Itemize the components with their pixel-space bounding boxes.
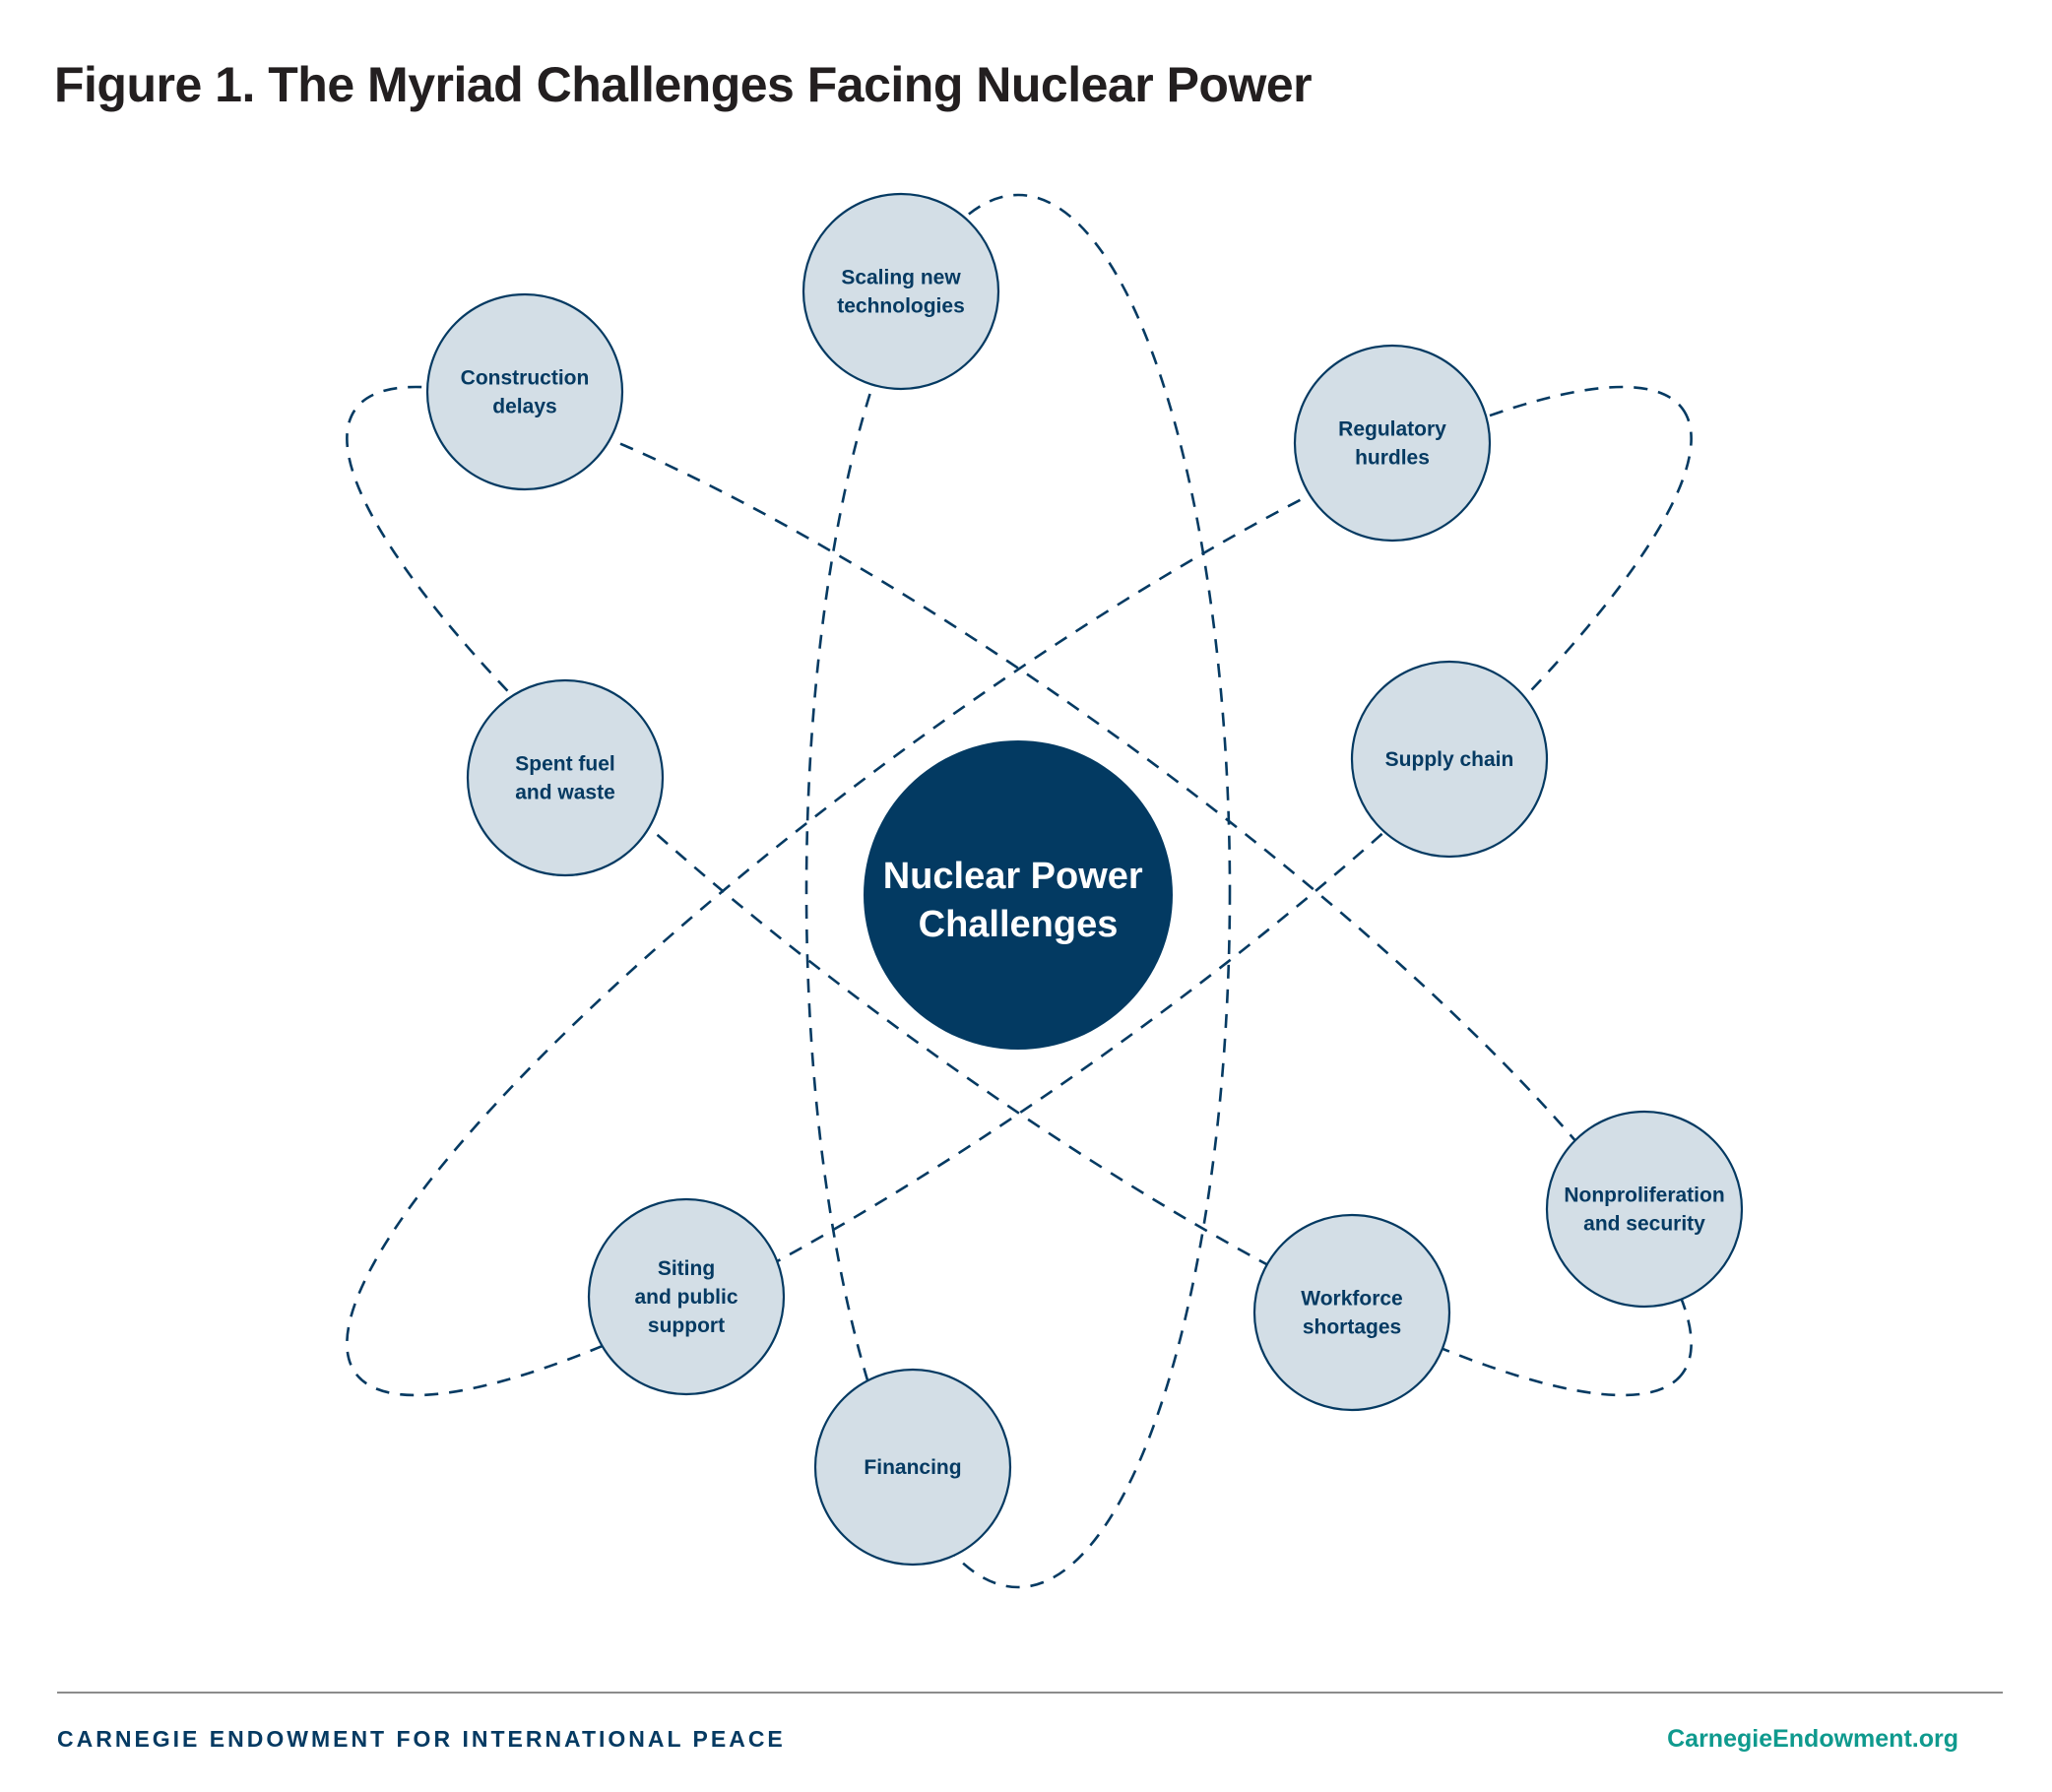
orbits bbox=[346, 193, 1693, 1589]
node-label: Regulatory hurdles bbox=[1338, 418, 1446, 470]
node-construction-delays: Construction delays bbox=[425, 292, 624, 491]
node-label-line: Supply chain bbox=[1385, 748, 1514, 771]
hub-label-line-1: Nuclear Power bbox=[883, 856, 1143, 897]
node-siting-and-public-support: Siting and public support bbox=[587, 1197, 786, 1396]
node-label-line: Financing bbox=[864, 1456, 961, 1479]
node-circle bbox=[1293, 344, 1492, 543]
node-circle bbox=[587, 1197, 786, 1396]
node-label-line: support bbox=[648, 1314, 725, 1337]
node-label-line: Spent fuel bbox=[515, 753, 615, 776]
hub-label-line-2: Challenges bbox=[919, 904, 1119, 945]
node-circle bbox=[802, 192, 1000, 391]
footer-website-link[interactable]: CarnegieEndowment.org bbox=[1667, 1725, 1958, 1753]
node-label: Scaling new technologies bbox=[837, 267, 965, 318]
node-label: Supply chain bbox=[1385, 748, 1514, 771]
node-label-line: Construction bbox=[461, 367, 590, 390]
orbit-falling-diagonal bbox=[346, 385, 1693, 1397]
node-workforce-shortages: Workforce shortages bbox=[1252, 1213, 1451, 1412]
node-label-line: delays bbox=[492, 396, 556, 418]
node-circle bbox=[1350, 660, 1549, 859]
node-label: Construction delays bbox=[461, 367, 590, 418]
node-label: Siting and public support bbox=[635, 1257, 738, 1337]
node-circle bbox=[1545, 1110, 1744, 1309]
node-label-line: technologies bbox=[837, 295, 965, 318]
node-circle bbox=[813, 1368, 1012, 1567]
node-label-line: and public bbox=[635, 1286, 738, 1309]
hub-node: Nuclear Power Challenges bbox=[864, 740, 1173, 1050]
node-label: Spent fuel and waste bbox=[515, 753, 615, 804]
node-regulatory-hurdles: Regulatory hurdles bbox=[1293, 344, 1492, 543]
node-label-line: Workforce bbox=[1301, 1288, 1402, 1311]
node-label-line: Siting bbox=[658, 1257, 715, 1280]
node-scaling-new-technologies: Scaling new technologies bbox=[802, 192, 1000, 391]
node-label-line: and waste bbox=[515, 782, 615, 804]
node-label-line: and security bbox=[1583, 1213, 1705, 1236]
node-label: Workforce shortages bbox=[1301, 1288, 1402, 1339]
footer-divider bbox=[57, 1692, 2003, 1694]
node-financing: Financing bbox=[813, 1368, 1012, 1567]
node-nonproliferation-and-security: Nonproliferation and security bbox=[1545, 1110, 1744, 1309]
node-circle bbox=[425, 292, 624, 491]
node-circle bbox=[466, 678, 665, 877]
node-spent-fuel-and-waste: Spent fuel and waste bbox=[466, 678, 665, 877]
node-circle bbox=[1252, 1213, 1451, 1412]
node-label-line: shortages bbox=[1303, 1316, 1401, 1339]
node-label-line: Scaling new bbox=[841, 267, 961, 289]
node-label-line: Nonproliferation bbox=[1564, 1184, 1724, 1207]
node-label-line: Regulatory bbox=[1338, 418, 1446, 441]
node-label: Nonproliferation and security bbox=[1564, 1184, 1724, 1236]
node-label: Financing bbox=[864, 1456, 961, 1479]
figure-title: Figure 1. The Myriad Challenges Facing N… bbox=[54, 57, 1313, 112]
node-supply-chain: Supply chain bbox=[1350, 660, 1549, 859]
footer-organization: CARNEGIE ENDOWMENT FOR INTERNATIONAL PEA… bbox=[57, 1726, 786, 1752]
orbit-vertical bbox=[804, 193, 1232, 1589]
hub-label: Nuclear Power Challenges bbox=[883, 856, 1154, 945]
node-label-line: hurdles bbox=[1355, 447, 1430, 470]
hub-circle bbox=[864, 740, 1173, 1050]
orbit-rising-diagonal bbox=[346, 385, 1693, 1397]
